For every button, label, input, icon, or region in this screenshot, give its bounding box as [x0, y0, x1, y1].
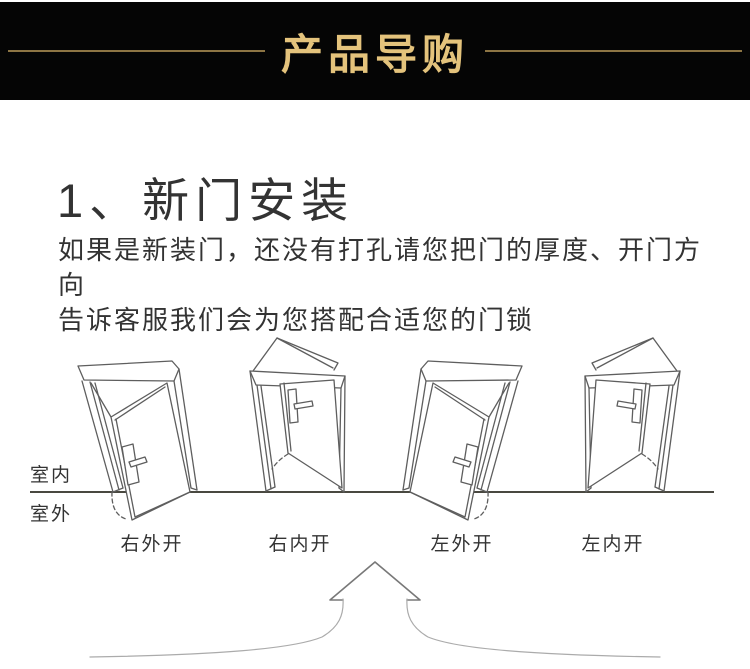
outdoor-label: 室外 [30, 504, 73, 525]
door-right-outward-icon [77, 360, 198, 521]
banner-line-left [8, 50, 265, 52]
section-body: 如果是新装门，还没有打孔请您把门的厚度、开门方向 告诉客服我们会为您搭配合适您的… [58, 233, 718, 338]
banner-title: 产品导购 [281, 30, 470, 78]
door-label-right-inward: 右内开 [268, 534, 332, 555]
section-body-line-1: 如果是新装门，还没有打孔请您把门的厚度、开门方向 [58, 235, 703, 300]
curved-up-arrow-icon [89, 561, 661, 658]
banner: 产品导购 [0, 2, 750, 100]
door-label-right-outward: 右外开 [120, 534, 184, 555]
section-body-line-2: 告诉客服我们会为您搭配合适您的门锁 [58, 305, 535, 335]
door-left-outward-icon [402, 360, 523, 521]
door-label-left-outward: 左外开 [430, 534, 494, 555]
indoor-label: 室内 [30, 465, 73, 486]
wall-line [30, 491, 714, 493]
door-left-inward-icon [584, 337, 681, 493]
banner-line-right [485, 50, 743, 52]
door-label-left-inward: 左内开 [581, 534, 645, 555]
section-heading: 1、新门安装 [57, 174, 355, 227]
